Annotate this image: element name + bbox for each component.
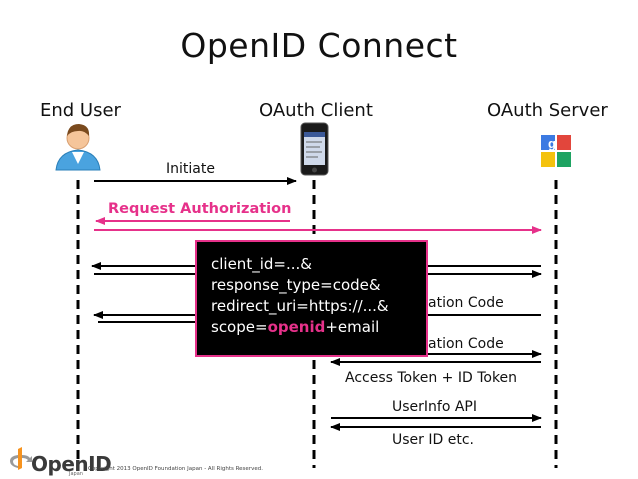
- google-server-icon: g: [541, 135, 571, 167]
- actor-label-end-user: End User: [40, 100, 121, 121]
- openid-logo-icon: [10, 447, 32, 470]
- copyright-notice: Copyright 2013 OpenID Foundation Japan -…: [88, 466, 263, 472]
- message-request-authorization: Request Authorization: [108, 201, 292, 217]
- message-access-token: Access Token + ID Token: [345, 370, 518, 386]
- diagram-title: OpenID Connect: [180, 26, 458, 65]
- actor-label-oauth-client: OAuth Client: [259, 100, 373, 121]
- param-response-type: response_type=code&: [211, 276, 381, 294]
- message-authorization-code-2: ation Code: [428, 336, 504, 352]
- message-initiate: Initiate: [166, 161, 215, 177]
- param-scope-openid: openid: [267, 318, 326, 336]
- message-user-id: User ID etc.: [392, 432, 474, 448]
- phone-icon: [300, 122, 329, 176]
- param-scope-prefix: scope=: [211, 318, 268, 336]
- actor-label-oauth-server: OAuth Server: [487, 100, 608, 121]
- param-scope-suffix: +email: [325, 318, 380, 336]
- param-client-id: client_id=...&: [211, 255, 312, 273]
- openid-logo-text: OpenID: [31, 452, 112, 476]
- param-scope: scope=openid+email: [211, 317, 426, 338]
- message-userinfo-api: UserInfo API: [392, 399, 478, 415]
- request-parameters-box: client_id=...& response_type=code& redir…: [195, 240, 428, 357]
- message-authorization-code-1: ation Code: [428, 295, 504, 311]
- param-redirect-uri: redirect_uri=https://...&: [211, 297, 389, 315]
- svg-text:g: g: [548, 136, 556, 151]
- openid-logo-subtext: Japan: [69, 471, 83, 477]
- user-icon: [55, 124, 101, 171]
